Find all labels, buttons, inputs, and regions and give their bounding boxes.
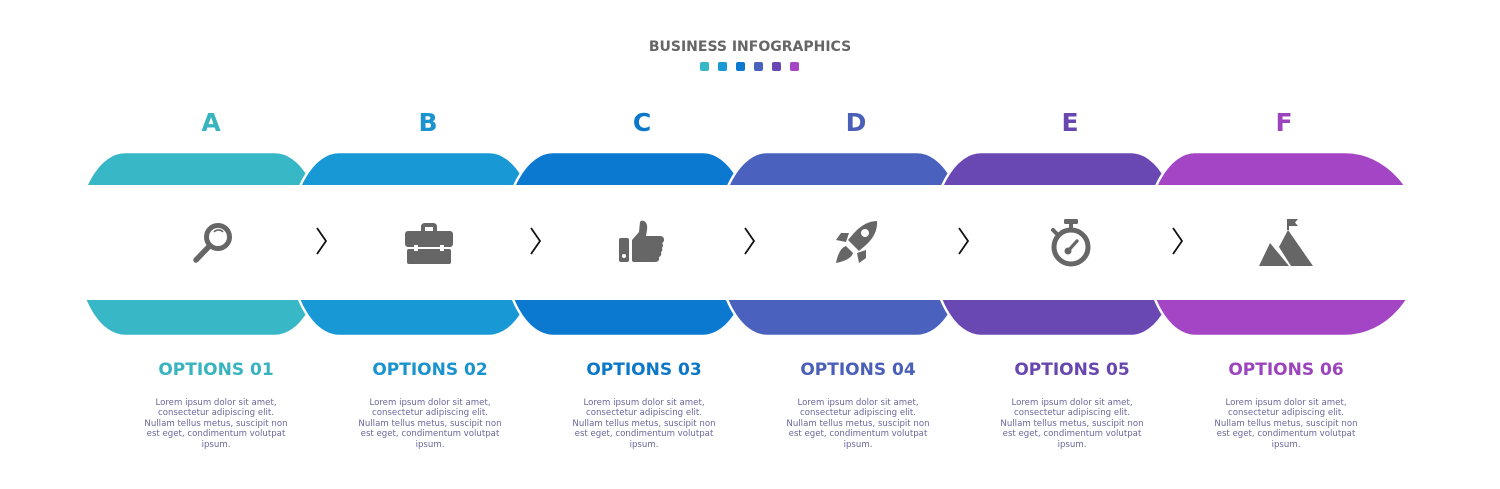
- color-dot: [718, 62, 727, 71]
- option-title-01: OPTIONS 01: [158, 360, 274, 380]
- option-desc-04: Lorem ipsum dolor sit amet, consectetur …: [778, 398, 938, 450]
- desc-line: Nullam tellus metus, suscipit non: [572, 418, 716, 429]
- step-letter-e: E: [1061, 108, 1079, 137]
- page-title: BUSINESS INFOGRAPHICS: [648, 39, 852, 55]
- color-dot: [700, 62, 709, 71]
- option-title-05: OPTIONS 05: [1014, 360, 1130, 380]
- desc-line: Lorem ipsum dolor sit amet,: [583, 398, 705, 408]
- option-desc-01: Lorem ipsum dolor sit amet, consectetur …: [136, 398, 296, 450]
- desc-line: Lorem ipsum dolor sit amet,: [797, 398, 919, 408]
- desc-line: est eget, condimentum volutpat: [1002, 429, 1142, 440]
- desc-line: consectetur adipiscing elit.: [1014, 408, 1130, 419]
- desc-line: Lorem ipsum dolor sit amet,: [1225, 398, 1347, 408]
- chevron-right-icon: [316, 227, 328, 255]
- desc-line: Lorem ipsum dolor sit amet,: [1011, 398, 1133, 408]
- desc-line: ipsum.: [1271, 439, 1301, 450]
- desc-line: Nullam tellus metus, suscipit non: [144, 418, 288, 429]
- desc-line: consectetur adipiscing elit.: [1228, 408, 1344, 419]
- option-title-04: OPTIONS 04: [800, 360, 916, 380]
- option-title-03: OPTIONS 03: [586, 360, 702, 380]
- option-title-02: OPTIONS 02: [372, 360, 488, 380]
- step-letter-c: C: [632, 108, 652, 137]
- magnifier-icon: [193, 223, 232, 263]
- step-letter-a: A: [201, 108, 221, 137]
- step-letter-d: D: [845, 108, 867, 137]
- chevron-right-icon: [1172, 227, 1184, 255]
- color-dot: [790, 62, 799, 71]
- mountain-flag-icon: [1259, 219, 1313, 267]
- step-letter-f: F: [1275, 108, 1293, 137]
- chevron-right-icon: [958, 227, 970, 255]
- option-desc-06: Lorem ipsum dolor sit amet, consectetur …: [1206, 398, 1366, 450]
- desc-line: consectetur adipiscing elit.: [372, 408, 488, 419]
- desc-line: consectetur adipiscing elit.: [158, 408, 274, 419]
- desc-line: Nullam tellus metus, suscipit non: [1214, 418, 1358, 429]
- desc-line: Lorem ipsum dolor sit amet,: [369, 398, 491, 408]
- desc-line: est eget, condimentum volutpat: [788, 429, 928, 440]
- option-desc-03: Lorem ipsum dolor sit amet, consectetur …: [564, 398, 724, 450]
- chevron-right-icon: [744, 227, 756, 255]
- option-desc-05: Lorem ipsum dolor sit amet, consectetur …: [992, 398, 1152, 450]
- thumbs-up-icon: [619, 220, 664, 262]
- briefcase-icon: [405, 223, 453, 264]
- color-dot: [736, 62, 745, 71]
- option-desc-02: Lorem ipsum dolor sit amet, consectetur …: [350, 398, 510, 450]
- desc-line: Nullam tellus metus, suscipit non: [1000, 418, 1144, 429]
- desc-line: ipsum.: [843, 439, 873, 450]
- step-letter-b: B: [418, 108, 438, 137]
- desc-line: consectetur adipiscing elit.: [586, 408, 702, 419]
- desc-line: est eget, condimentum volutpat: [146, 429, 286, 440]
- desc-line: Lorem ipsum dolor sit amet,: [155, 398, 277, 408]
- rocket-icon: [836, 221, 878, 263]
- desc-line: ipsum.: [201, 439, 231, 450]
- desc-line: est eget, condimentum volutpat: [360, 429, 500, 440]
- color-dot: [754, 62, 763, 71]
- stopwatch-icon: [1051, 219, 1091, 267]
- desc-line: ipsum.: [415, 439, 445, 450]
- option-title-06: OPTIONS 06: [1228, 360, 1344, 380]
- color-dots: [700, 62, 805, 72]
- desc-line: Nullam tellus metus, suscipit non: [358, 418, 502, 429]
- color-dot: [772, 62, 781, 71]
- desc-line: consectetur adipiscing elit.: [800, 408, 916, 419]
- chevron-right-icon: [530, 227, 542, 255]
- desc-line: est eget, condimentum volutpat: [574, 429, 714, 440]
- desc-line: Nullam tellus metus, suscipit non: [786, 418, 930, 429]
- desc-line: ipsum.: [629, 439, 659, 450]
- desc-line: ipsum.: [1057, 439, 1087, 450]
- desc-line: est eget, condimentum volutpat: [1216, 429, 1356, 440]
